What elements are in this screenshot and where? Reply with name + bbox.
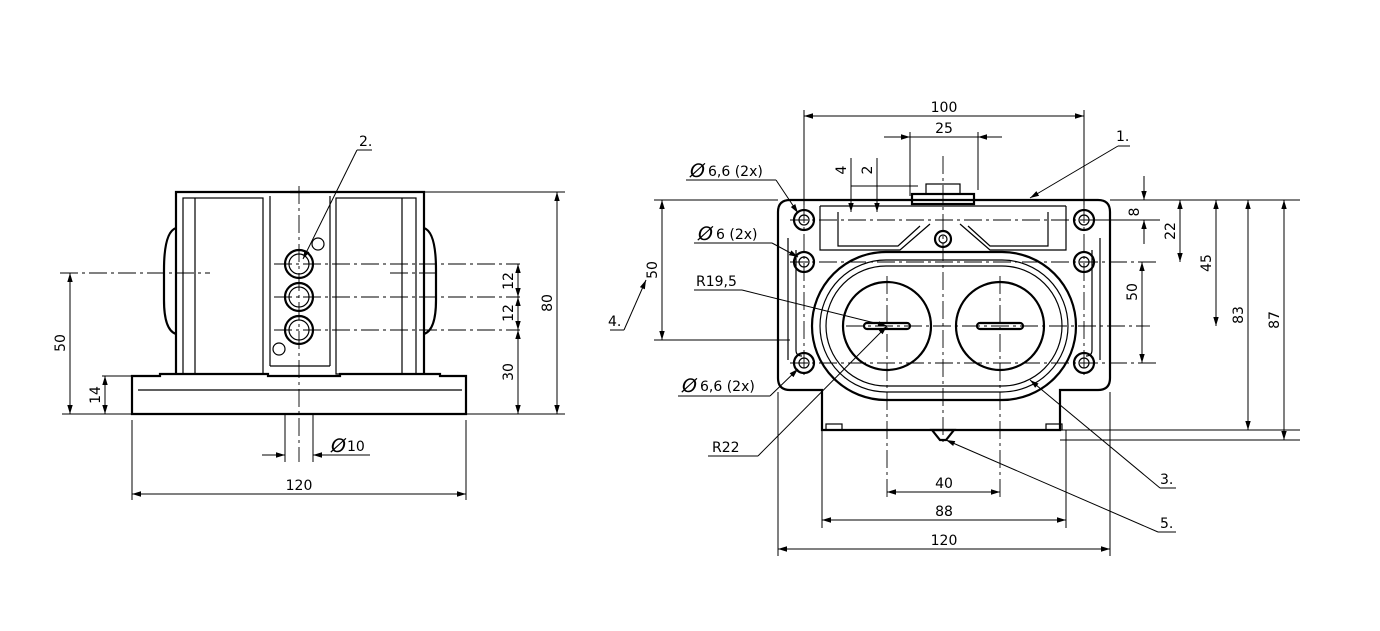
dim-12-top: 12	[501, 272, 517, 290]
front-lens-frame	[810, 250, 1078, 402]
side-left-boss	[162, 226, 177, 336]
callout-1: 1.	[1116, 129, 1129, 145]
note-hole-mid: 6 (2x)	[716, 227, 757, 243]
diameter-symbol-hole-mid: Ø	[697, 223, 714, 245]
dim-25: 25	[935, 121, 953, 137]
note-hole-bot: 6,6 (2x)	[700, 379, 755, 395]
dim-4: 4	[834, 165, 850, 174]
side-right-boss	[423, 226, 438, 336]
dim-14: 14	[88, 386, 104, 404]
dim-83: 83	[1231, 306, 1247, 324]
front-view: 100 25 4 2 8 22 45 83 87 50 50	[608, 100, 1300, 556]
dim-22: 22	[1163, 222, 1179, 240]
dim-50-left: 50	[645, 261, 661, 279]
dim-12-bottom: 12	[501, 304, 517, 322]
dim-80: 80	[540, 294, 556, 312]
front-housing-outline	[776, 198, 1112, 432]
dim-2: 2	[860, 166, 876, 175]
diameter-symbol-hole-bot: Ø	[681, 375, 698, 397]
callout-2: 2.	[359, 134, 372, 150]
side-small-hole	[311, 237, 325, 251]
dim-50: 50	[53, 334, 69, 352]
dim-120-front: 120	[931, 533, 958, 549]
dim-45: 45	[1199, 254, 1215, 272]
dim-50-right: 50	[1125, 283, 1141, 301]
dim-100: 100	[931, 100, 958, 116]
dim-40: 40	[935, 476, 953, 492]
note-r19-5: R19,5	[696, 274, 737, 290]
diameter-symbol-hole-top: Ø	[689, 160, 706, 182]
note-r22: R22	[712, 440, 740, 456]
dim-88: 88	[935, 504, 953, 520]
dim-8: 8	[1127, 208, 1143, 217]
callout-4: 4.	[608, 314, 621, 330]
side-view: 80 12 12 30 50 14 120 Ø 10 2.	[53, 134, 565, 500]
callout-5: 5.	[1160, 516, 1173, 532]
side-small-hole-2	[272, 342, 286, 356]
note-hole-top: 6,6 (2x)	[708, 164, 763, 180]
dim-30: 30	[501, 363, 517, 381]
dim-diam-10: 10	[347, 439, 365, 455]
dim-120-side: 120	[286, 478, 313, 494]
callout-3: 3.	[1160, 472, 1173, 488]
front-mounting-holes	[792, 208, 1096, 375]
dim-87: 87	[1267, 311, 1283, 329]
diameter-symbol: Ø	[330, 435, 347, 457]
